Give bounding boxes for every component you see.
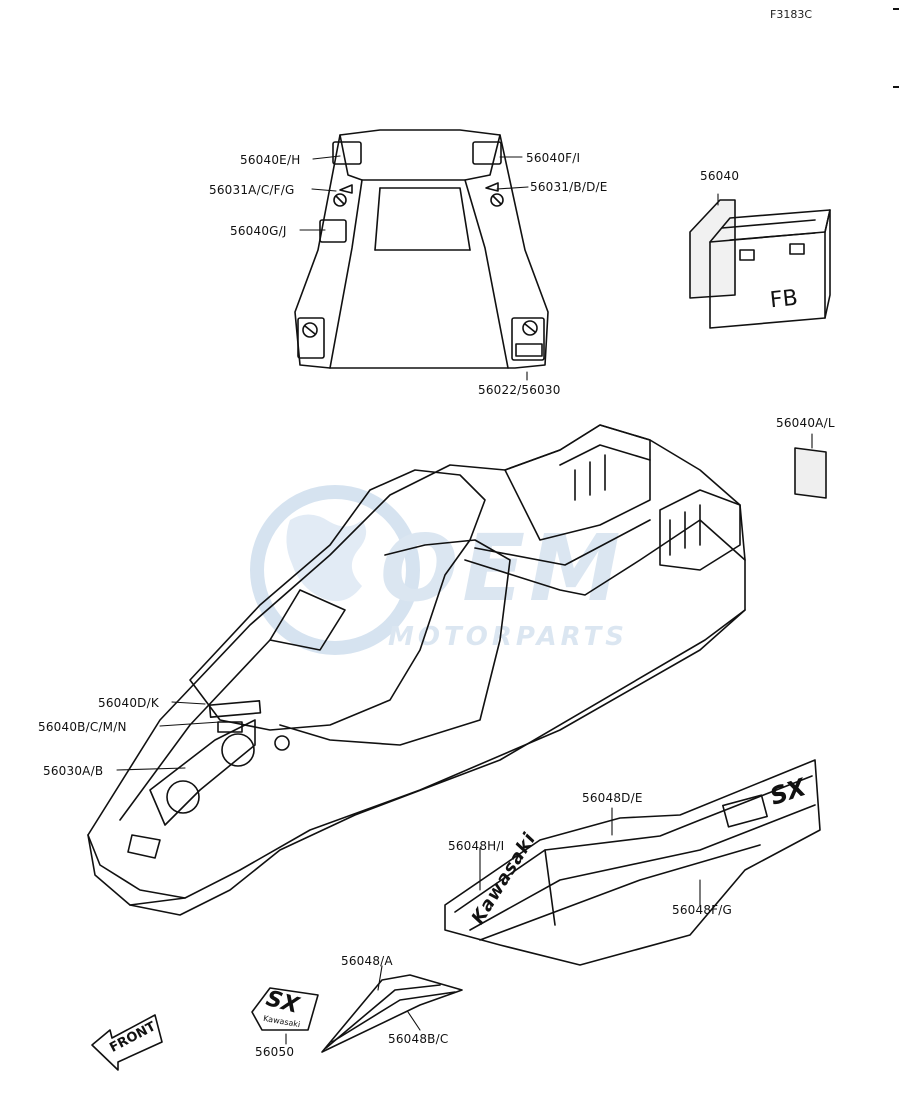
callout-56050: 56050 (255, 1045, 295, 1059)
callout-56048D-E: 56048D/E (582, 791, 643, 805)
callout-56040G-J: 56040G/J (230, 224, 287, 238)
side-stripe-decal (444, 759, 821, 966)
sx-emblem (251, 987, 319, 1031)
callout-56031-B-D-E: 56031/B/D/E (530, 180, 608, 194)
callout-56040A-L: 56040A/L (776, 416, 835, 430)
triangle-decals (321, 974, 463, 1053)
decal-56040A-L (794, 447, 827, 499)
callout-56048B-C: 56048B/C (388, 1032, 449, 1046)
callout-56040F-I: 56040F/I (526, 151, 581, 165)
callout-56040B-C-M-N: 56040B/C/M/N (38, 720, 127, 734)
front-arrow (91, 1014, 163, 1071)
corner-mark-mid (893, 86, 899, 88)
callout-56040D-K: 56040D/K (98, 696, 159, 710)
callout-56048H-I: 56048H/I (448, 839, 505, 853)
hood-cover (294, 129, 549, 369)
leader-lines (116, 155, 813, 1045)
callout-56030A-B: 56030A/B (43, 764, 104, 778)
callout-56022-56030: 56022/56030 (478, 383, 561, 397)
battery-label: FB (768, 285, 799, 314)
callout-56040: 56040 (700, 169, 740, 183)
watermark-brand: OEM (380, 515, 625, 622)
diagram-code: F3183C (770, 8, 813, 21)
callout-56031A-C-F-G: 56031A/C/F/G (209, 183, 295, 197)
watercraft-hull (87, 424, 746, 916)
battery (689, 199, 831, 329)
callout-56048F-G: 56048F/G (672, 903, 733, 917)
callout-56048-A: 56048/A (341, 954, 393, 968)
callout-56040E-H: 56040E/H (240, 153, 301, 167)
corner-mark-top (893, 8, 899, 10)
